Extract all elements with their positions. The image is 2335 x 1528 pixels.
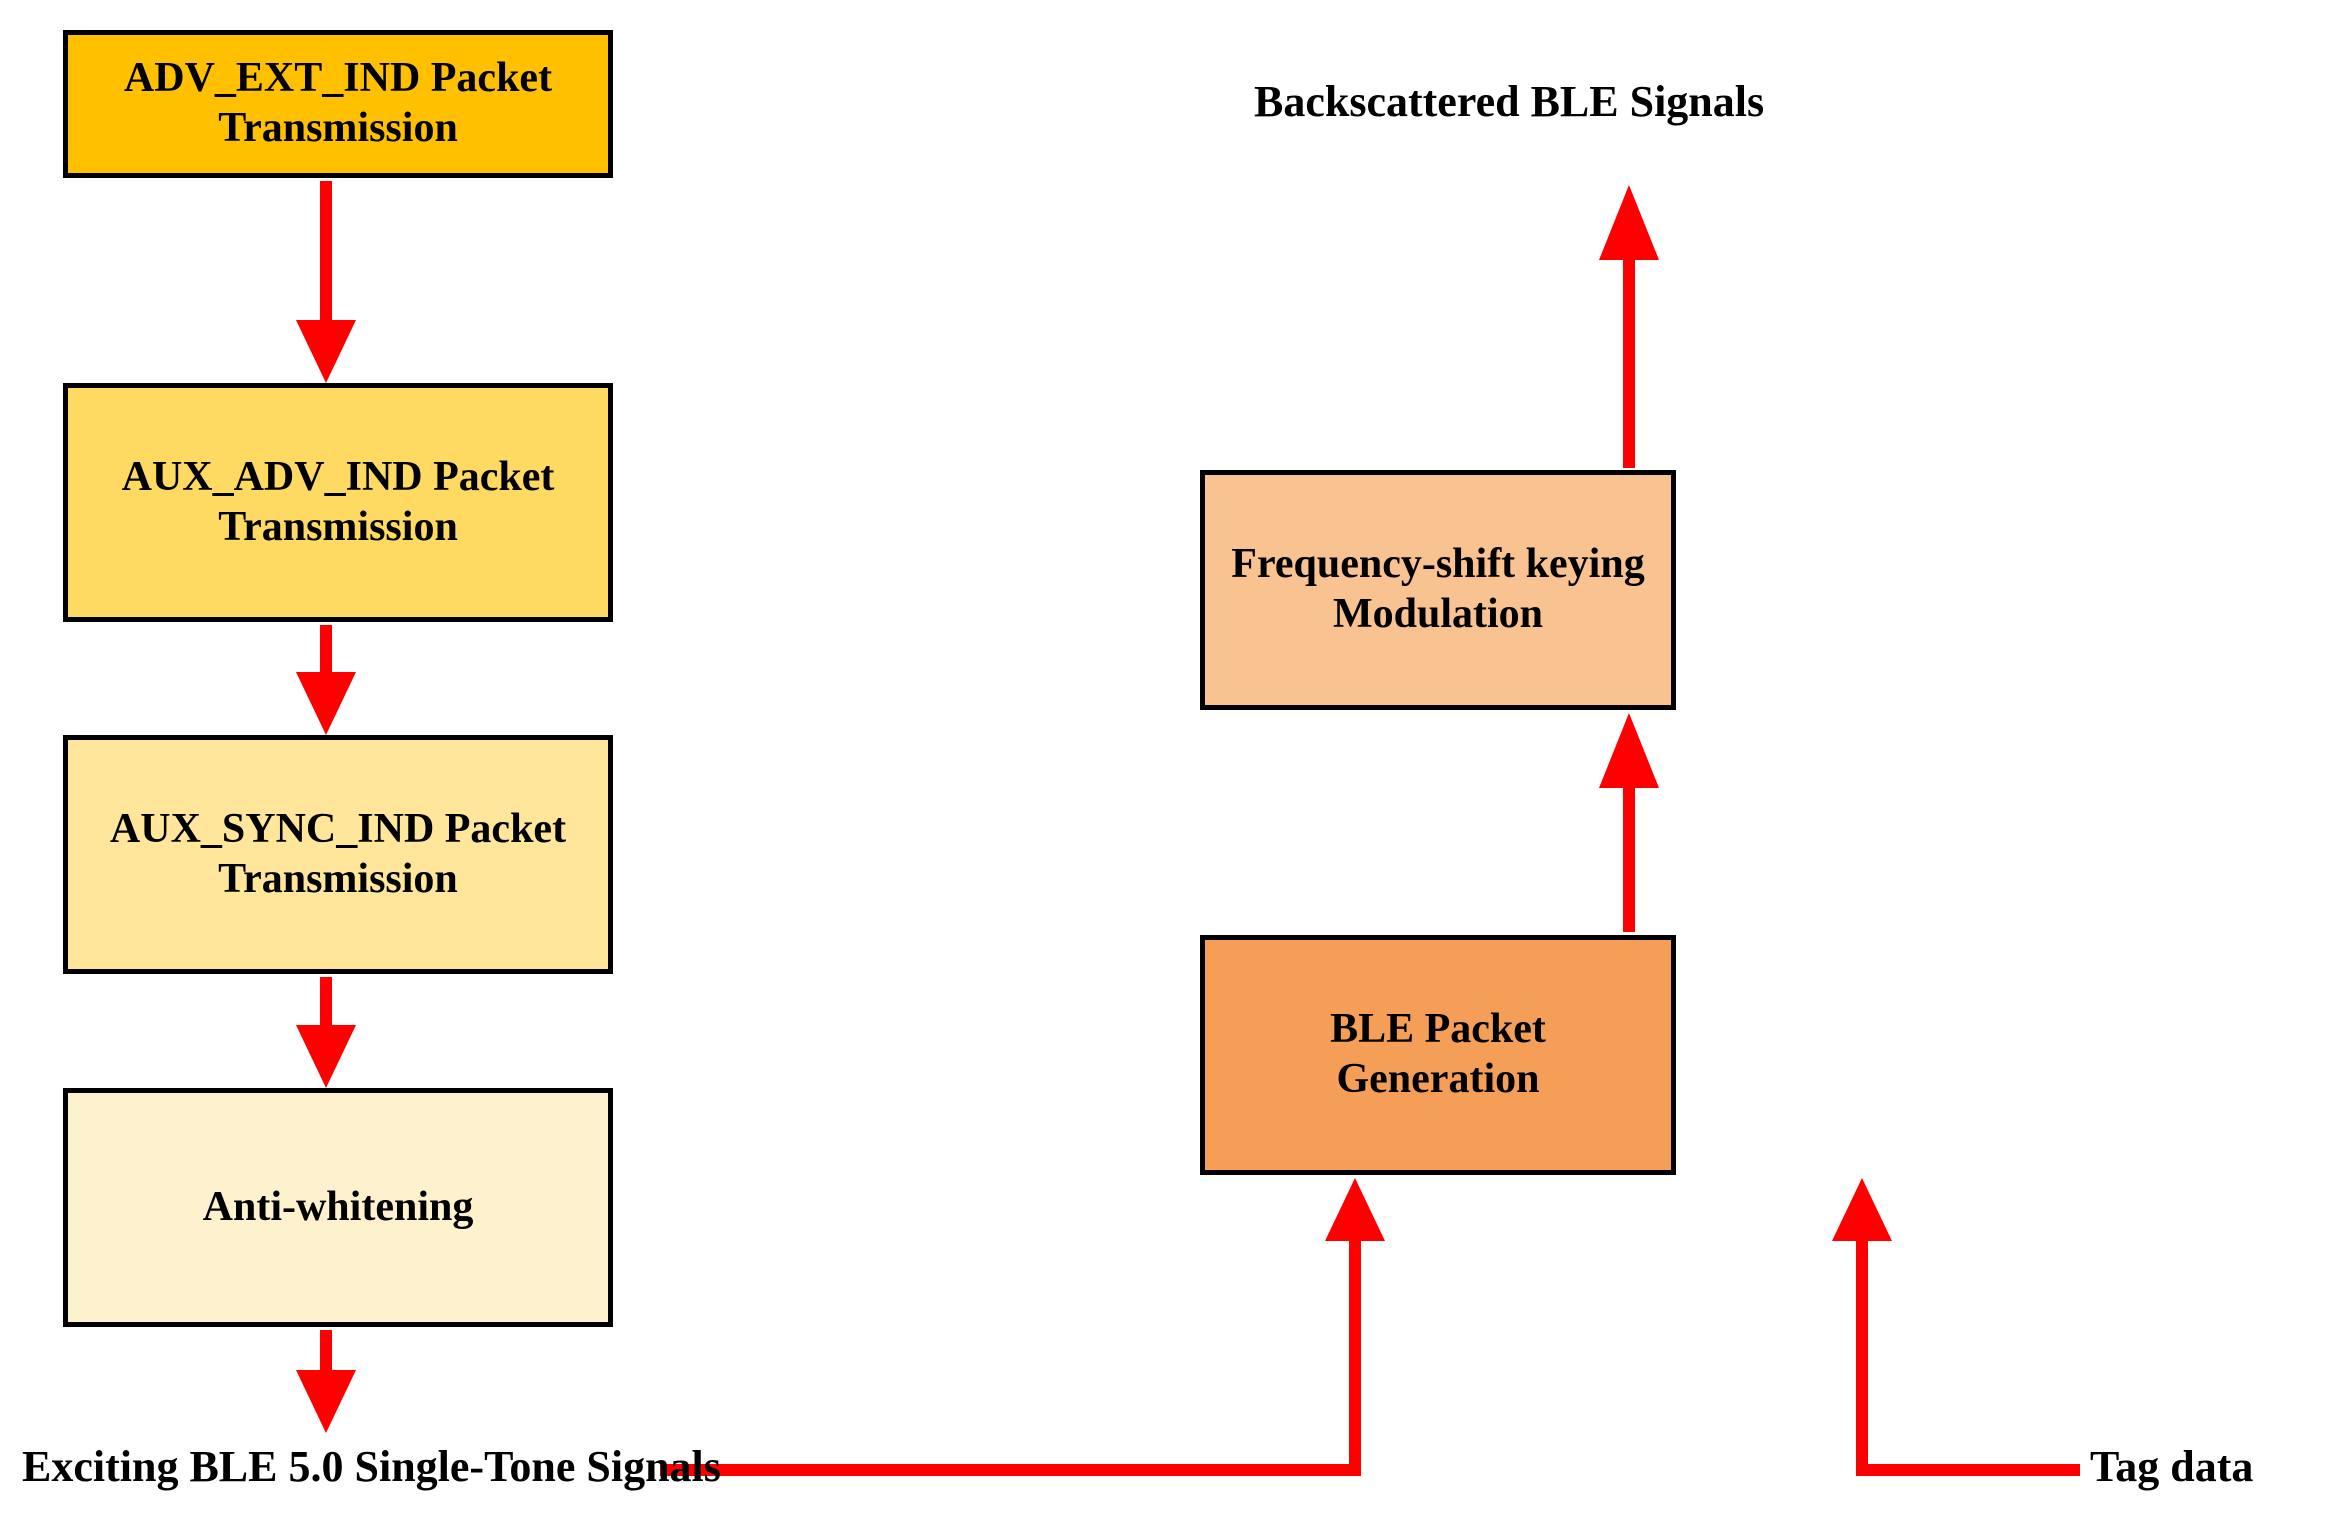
connector-aux-adv-to-aux-sync bbox=[296, 625, 356, 735]
connector-aux-sync-to-anti-whitening bbox=[296, 977, 356, 1088]
box-fsk-modulation-label: Frequency-shift keying Modulation bbox=[1231, 541, 1645, 637]
box-aux-sync-ind-label: AUX_SYNC_IND Packet Transmission bbox=[109, 805, 567, 902]
box-fsk-modulation[interactable]: Frequency-shift keying Modulation bbox=[1200, 470, 1676, 710]
label-exciting-ble-signals: Exciting BLE 5.0 Single-Tone Signals bbox=[22, 1442, 721, 1491]
box-ble-packet-generation[interactable]: BLE Packet Generation bbox=[1200, 935, 1676, 1175]
box-adv-ext-ind-label: ADV_EXT_IND Packet Transmission bbox=[123, 55, 553, 151]
connector-ble-packet-generation-to-fsk bbox=[1599, 713, 1659, 932]
label-backscattered-ble-signals: Backscattered BLE Signals bbox=[1254, 77, 1765, 126]
box-adv-ext-ind[interactable]: ADV_EXT_IND Packet Transmission bbox=[63, 30, 613, 178]
box-anti-whitening[interactable]: Anti-whitening bbox=[63, 1088, 613, 1327]
connector-anti-whitening-to-exciting-signals bbox=[296, 1330, 356, 1433]
box-ble-packet-generation-label: BLE Packet Generation bbox=[1330, 1006, 1546, 1102]
box-aux-adv-ind-label: AUX_ADV_IND Packet Transmission bbox=[121, 453, 555, 550]
box-aux-sync-ind[interactable]: AUX_SYNC_IND Packet Transmission bbox=[63, 735, 613, 974]
connector-exciting-signals-to-ble-packet-generation bbox=[660, 1178, 1385, 1476]
connector-fsk-to-backscattered-signals bbox=[1599, 185, 1659, 468]
label-tag-data: Tag data bbox=[2090, 1442, 2254, 1491]
connector-tag-data-to-ble-packet-generation bbox=[1832, 1178, 2080, 1476]
box-aux-adv-ind[interactable]: AUX_ADV_IND Packet Transmission bbox=[63, 383, 613, 622]
box-anti-whitening-label: Anti-whitening bbox=[202, 1183, 474, 1230]
connector-adv-to-aux-adv bbox=[296, 181, 356, 383]
